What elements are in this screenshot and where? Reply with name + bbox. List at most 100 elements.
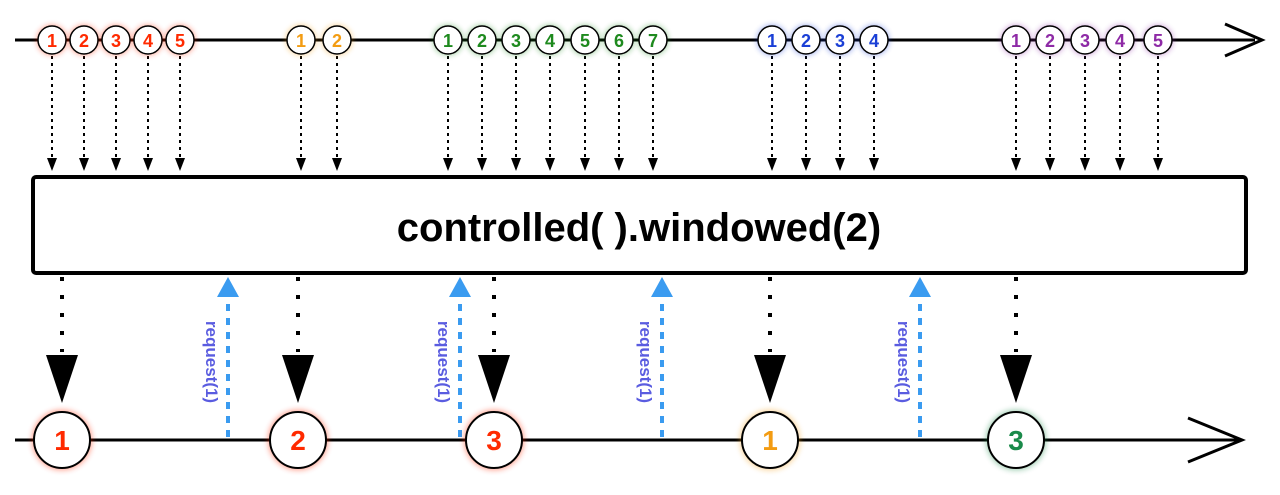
input-marble-label: 1 <box>296 31 306 51</box>
output-arrow-head <box>46 355 78 403</box>
request-label: request(1) <box>202 321 221 403</box>
input-marble <box>501 25 531 55</box>
input-marble <box>638 25 668 55</box>
input-marble <box>101 25 131 55</box>
input-arrow-head <box>1153 158 1163 171</box>
input-arrow-head <box>143 158 153 171</box>
input-marble-label: 6 <box>614 31 624 51</box>
input-arrows <box>47 56 1163 171</box>
input-marble <box>604 25 634 55</box>
output-arrow-head <box>478 355 510 403</box>
input-arrow-head <box>1011 158 1021 171</box>
input-arrow-head <box>869 158 879 171</box>
input-marble <box>1143 25 1173 55</box>
input-marble-label: 2 <box>477 31 487 51</box>
output-marble <box>465 411 523 469</box>
request-arrow-head <box>909 277 931 297</box>
input-marble <box>791 25 821 55</box>
input-arrow-head <box>1080 158 1090 171</box>
request-arrow-head <box>449 277 471 297</box>
input-marble-label: 4 <box>545 31 555 51</box>
output-marble-label: 2 <box>290 425 306 456</box>
input-marble-label: 1 <box>767 31 777 51</box>
input-marble-label: 3 <box>1080 31 1090 51</box>
input-marble-label: 4 <box>1115 31 1125 51</box>
input-marble-label: 2 <box>1045 31 1055 51</box>
output-marble <box>741 411 799 469</box>
output-arrow-head <box>754 355 786 403</box>
request-label: request(1) <box>434 321 453 403</box>
input-marble <box>165 25 195 55</box>
output-arrows <box>46 277 1032 403</box>
input-arrow-head <box>614 158 624 171</box>
input-arrow-head <box>332 158 342 171</box>
input-marble-label: 1 <box>443 31 453 51</box>
output-marble-label: 3 <box>1008 425 1024 456</box>
input-marble <box>859 25 889 55</box>
operator-label: controlled( ).windowed(2) <box>397 206 881 250</box>
input-marble <box>1070 25 1100 55</box>
input-marble <box>535 25 565 55</box>
input-arrow-head <box>443 158 453 171</box>
operator-box <box>31 175 1248 275</box>
input-arrow-head <box>175 158 185 171</box>
input-arrow-head <box>1045 158 1055 171</box>
input-marble <box>133 25 163 55</box>
input-marble-label: 3 <box>111 31 121 51</box>
request-label: request(1) <box>636 321 655 403</box>
input-arrow-head <box>511 158 521 171</box>
input-marble-label: 5 <box>580 31 590 51</box>
input-timeline-arrowhead <box>1224 22 1266 58</box>
request-label: request(1) <box>894 321 913 403</box>
input-marble-label: 2 <box>79 31 89 51</box>
input-marble <box>467 25 497 55</box>
input-marble-label: 5 <box>175 31 185 51</box>
input-marble <box>825 25 855 55</box>
output-marble-label: 1 <box>762 425 778 456</box>
input-marble <box>1001 25 1031 55</box>
input-arrow-head <box>767 158 777 171</box>
request-arrow-head <box>217 277 239 297</box>
input-marble-label: 3 <box>835 31 845 51</box>
input-marble-label: 2 <box>332 31 342 51</box>
input-arrow-head <box>79 158 89 171</box>
input-marble-label: 1 <box>1011 31 1021 51</box>
input-marble <box>1105 25 1135 55</box>
input-arrow-head <box>545 158 555 171</box>
input-arrow-head <box>296 158 306 171</box>
input-marble-label: 4 <box>869 31 879 51</box>
input-marble <box>757 25 787 55</box>
output-marbles: 1 2 3 1 3 <box>32 410 1046 470</box>
input-arrow-head <box>47 158 57 171</box>
input-marble-label: 4 <box>143 31 153 51</box>
input-marble <box>69 25 99 55</box>
output-marble <box>987 411 1045 469</box>
input-arrow-head <box>111 158 121 171</box>
request-arrow-head <box>651 277 673 297</box>
input-marble <box>322 25 352 55</box>
input-marble-label: 7 <box>648 31 658 51</box>
output-marble <box>33 411 91 469</box>
output-arrow-head <box>1000 355 1032 403</box>
input-arrow-head <box>835 158 845 171</box>
input-marble-label: 3 <box>511 31 521 51</box>
output-marble <box>269 411 327 469</box>
input-marble <box>37 25 67 55</box>
input-arrow-head <box>477 158 487 171</box>
input-marble-label: 2 <box>801 31 811 51</box>
request-arrows: request(1) request(1) request(1) request(1) <box>202 277 931 437</box>
input-marble <box>570 25 600 55</box>
output-marble-label: 1 <box>54 425 70 456</box>
output-marble-label: 3 <box>486 425 502 456</box>
input-arrow-head <box>648 158 658 171</box>
input-marble-label: 5 <box>1153 31 1163 51</box>
input-marble <box>286 25 316 55</box>
output-arrow-head <box>282 355 314 403</box>
output-timeline-arrowhead <box>1187 416 1246 464</box>
input-marble <box>1035 25 1065 55</box>
input-marble <box>433 25 463 55</box>
input-arrow-head <box>801 158 811 171</box>
